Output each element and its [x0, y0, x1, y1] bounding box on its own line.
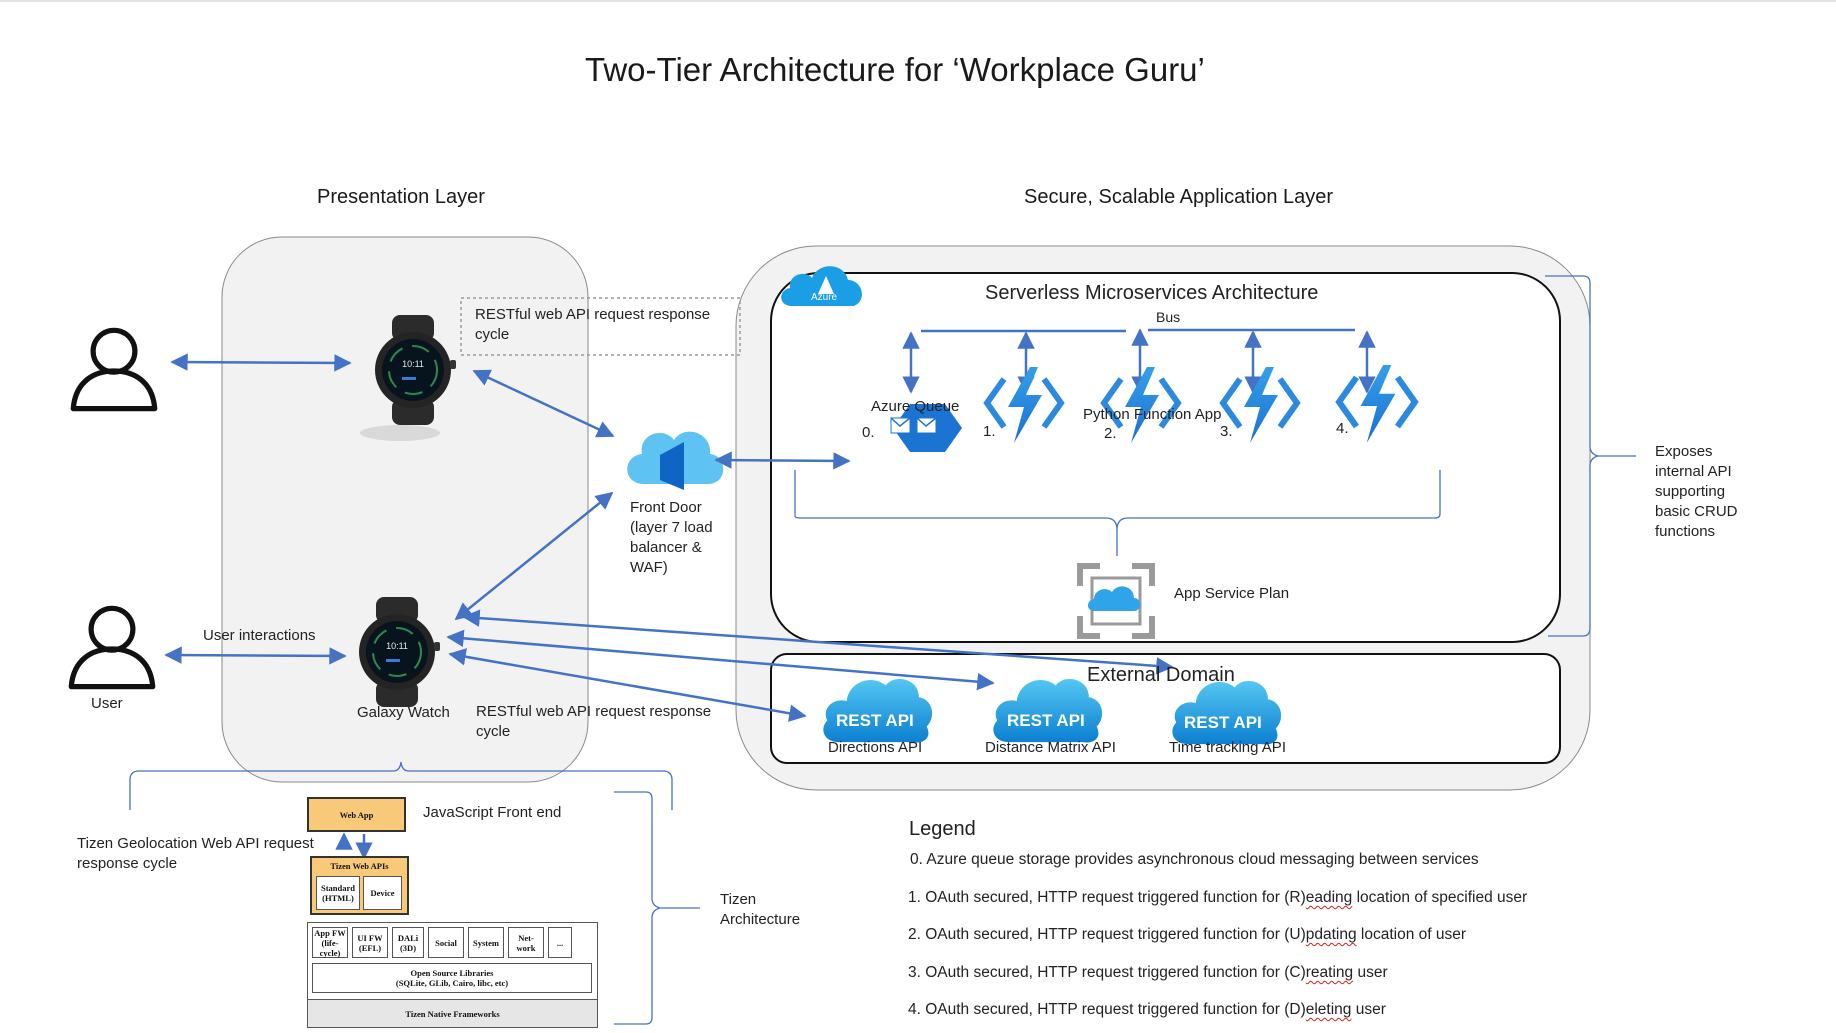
restful-label-bottom: RESTful web API request response cycle: [476, 703, 712, 740]
rest-api-badge-time: REST API: [1184, 713, 1262, 732]
exposes-label: Exposes internal API supporting basic CR…: [1655, 443, 1738, 540]
user-icon-bottom: [71, 608, 152, 686]
js-front-end-label: JavaScript Front end: [423, 804, 562, 821]
azure-queue-label: Azure Queue: [871, 398, 960, 415]
user-label: User: [91, 695, 123, 712]
legend-item-3-c: user: [1353, 964, 1388, 981]
index-2: 2.: [1104, 425, 1117, 442]
tizen-module-dali: DALi (3D): [392, 927, 424, 958]
tizen-module-more: ...: [548, 927, 572, 958]
restful-label-top: RESTful web API request response cycle: [475, 306, 711, 343]
external-domain-title: External Domain: [1087, 664, 1235, 686]
tizen-module-social: Social: [428, 927, 464, 958]
tizen-top-bracket: [129, 761, 673, 810]
legend-item-2-a: 2. OAuth secured, HTTP request triggered…: [908, 926, 1306, 943]
front-door-icon: [627, 431, 724, 490]
legend-item-2-c: location of user: [1356, 926, 1467, 943]
tizen-module-app-fw: App FW (life-cycle): [312, 927, 348, 958]
bus-label: Bus: [1156, 309, 1181, 325]
galaxy-watch-label: Galaxy Watch: [357, 704, 450, 721]
front-door-label: Front Door (layer 7 load balancer & WAF): [630, 499, 713, 576]
legend-item-3-a: 3. OAuth secured, HTTP request triggered…: [908, 964, 1306, 981]
bus: [902, 328, 1376, 394]
connection-arrows: [164, 353, 1174, 860]
tizen-module-ui-fw: UI FW (EFL): [352, 927, 388, 958]
index-4: 4.: [1336, 420, 1349, 437]
rest-api-badge-directions: REST API: [836, 711, 914, 730]
index-3: 3.: [1220, 423, 1233, 440]
tizen-web-app-box: Web App: [307, 797, 406, 832]
time-tracking-api-label: Time tracking API: [1169, 739, 1286, 756]
tizen-web-apis-box: Tizen Web APIs Standard (HTML) Device: [310, 856, 409, 915]
legend-title: Legend: [909, 818, 976, 840]
legend-item-2-b: pdating: [1305, 926, 1357, 943]
legend-item-2: 2. OAuth secured, HTTP request triggered…: [908, 925, 1466, 945]
index-0: 0.: [862, 424, 875, 441]
page-title: Two-Tier Architecture for ‘Workplace Gur…: [585, 51, 1205, 88]
rest-api-badge-distance: REST API: [1007, 711, 1085, 730]
tizen-native-frameworks-box: Tizen Native Frameworks: [307, 999, 598, 1028]
legend-item-1: 1. OAuth secured, HTTP request triggered…: [908, 888, 1527, 908]
legend-item-3-b: reating: [1305, 964, 1354, 981]
restful-dashed-box: [460, 297, 741, 356]
python-function-app-label: Python Function App: [1083, 406, 1222, 423]
tizen-standard-box: Standard (HTML): [316, 876, 360, 910]
legend-item-1-c: location of specified user: [1352, 889, 1528, 906]
legend-item-1-a: 1. OAuth secured, HTTP request triggered…: [908, 889, 1306, 906]
legend-item-4-b: eleting: [1305, 1001, 1352, 1018]
serverless-box: [770, 272, 1561, 643]
distance-matrix-api-label: Distance Matrix API: [985, 739, 1116, 756]
tizen-module-system: System: [468, 927, 504, 958]
index-1: 1.: [983, 423, 996, 440]
legend-item-4-c: user: [1351, 1001, 1386, 1018]
legend-item-0: 0. Azure queue storage provides asynchro…: [910, 851, 1479, 868]
tizen-device-box: Device: [363, 876, 402, 910]
azure-badge-label: Azure: [811, 292, 838, 303]
user-icon-top: [73, 330, 154, 408]
tizen-open-source-box: Open Source Libraries (SQLite, GLib, Cai…: [312, 963, 592, 993]
application-layer-title: Secure, Scalable Application Layer: [1024, 186, 1334, 208]
tizen-right-bracket: [614, 791, 700, 1025]
user-interactions-label: User interactions: [203, 627, 316, 644]
legend-item-3: 3. OAuth secured, HTTP request triggered…: [908, 963, 1388, 983]
legend-item-4: 4. OAuth secured, HTTP request triggered…: [908, 1000, 1386, 1020]
app-service-plan-label: App Service Plan: [1174, 585, 1290, 602]
tizen-web-apis-label: Tizen Web APIs: [330, 861, 389, 871]
azure-queue-icon: [890, 404, 962, 452]
app-service-cloud-icon: [1088, 586, 1140, 611]
tizen-module-network: Net- work: [508, 927, 544, 958]
tizen-geolocation-label: Tizen Geolocation Web API request respon…: [77, 835, 314, 872]
tizen-architecture-label: Tizen Architecture: [720, 891, 801, 928]
azure-cloud-icon: [781, 266, 862, 306]
legend-item-4-a: 4. OAuth secured, HTTP request triggered…: [908, 1001, 1306, 1018]
presentation-layer-title: Presentation Layer: [317, 186, 485, 208]
functions-bracket: [794, 470, 1441, 556]
directions-api-label: Directions API: [828, 739, 923, 756]
exposes-bracket: [1545, 275, 1636, 637]
legend-item-1-b: eading: [1305, 889, 1353, 906]
serverless-title: Serverless Microservices Architecture: [985, 282, 1319, 304]
tizen-native-stack: App FW (life-cycle) UI FW (EFL) DALi (3D…: [307, 922, 598, 1028]
